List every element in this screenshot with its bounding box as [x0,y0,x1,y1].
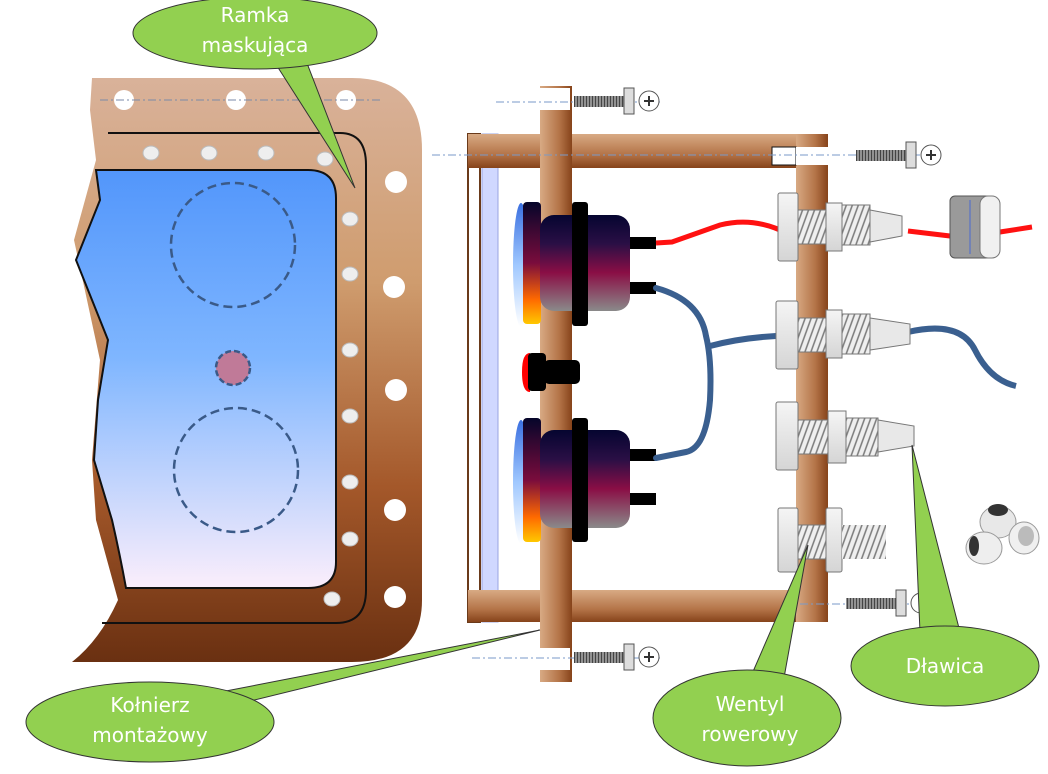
callout-line: Wentyl [715,692,785,716]
gauge-lower [513,418,656,544]
gland-plain [775,401,915,471]
bicycle-valve [777,507,886,573]
glass-pane [481,133,499,623]
gauge-upper [513,202,656,327]
red-wire [655,219,781,246]
callout-line: Ramka [220,3,290,27]
gauge-cutout-upper [169,181,297,309]
cable-gland-nut [949,195,1001,259]
callout-line: Kołnierz [110,693,190,717]
callout-bike-valve [652,544,842,767]
masking-frame-screws [142,145,359,607]
indicator-cutout [214,349,252,387]
callout-line: Dławica [905,654,985,678]
callout-cable-gland [850,444,1040,707]
callout-label-bike-valve: Wentyl rowerowy [675,689,825,749]
glass-pane-edge [467,133,481,623]
callout-line: rowerowy [701,722,799,746]
blue-wire-out [907,325,1017,389]
callout-label-cable-gland: Dławica [870,651,1020,681]
window-glass [74,169,337,589]
cross-section [432,86,940,682]
mounting-flange [72,78,422,662]
red-wire-out [907,224,1033,239]
gauge-cutout-lower [172,406,300,534]
flange-holes-right [383,171,407,608]
screw-top-left [574,87,660,115]
indicator-led [522,353,580,392]
callout-masking-frame [132,0,378,189]
screw-bottom-left [574,643,660,671]
masking-frame-outline [102,132,367,624]
callout-line: maskująca [201,33,309,57]
cable-glands-photo [965,504,1040,565]
screw-top-right [856,141,942,169]
callout-label-mounting-flange: Kołnierz montażowy [70,690,230,750]
callout-mounting-flange [25,629,541,763]
gland-blue-wire [775,300,911,370]
blue-wire-loop [653,285,714,461]
blue-wire-branch [709,333,777,349]
callout-label-masking-frame: Ramka maskująca [175,0,335,60]
top-rail [468,134,828,168]
gland-red-wire [777,192,903,262]
callout-line: montażowy [92,723,208,747]
bottom-rail [468,590,828,622]
